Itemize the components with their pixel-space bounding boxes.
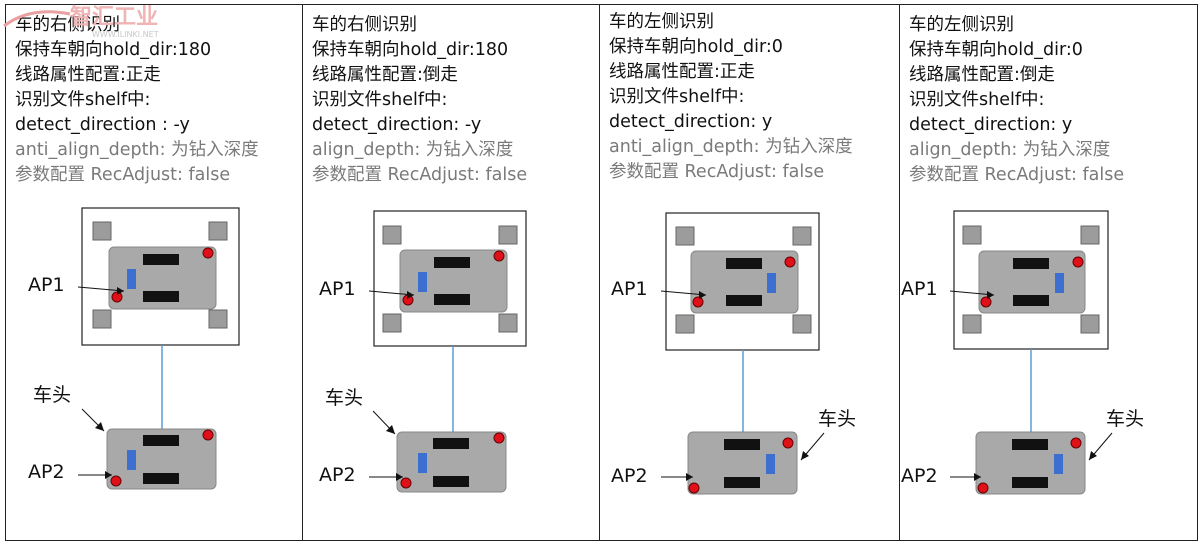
watermark-url: WWW.ILINKI.NET: [92, 30, 159, 39]
panel-3-route-config: 线路属性配置:正走: [609, 62, 755, 82]
panel-2-robot-ap1: [399, 249, 508, 313]
panel-4-rec-adjust: 参数配置 RecAdjust: false: [909, 165, 1125, 185]
panel-2: 车的右侧识别 保持车朝向hold_dir:180 线路属性配置:倒走 识别文件s…: [302, 4, 600, 541]
panel-1-head-label: 车头: [33, 384, 71, 406]
panel-3-detect-direction: detect_direction: y: [609, 112, 773, 132]
panel-3-robot-ap1: [690, 250, 799, 314]
panel-2-shelf-file: 识别文件shelf中:: [312, 90, 448, 110]
panel-1-robot-ap2: [106, 428, 217, 490]
panel-3-rec-adjust: 参数配置 RecAdjust: false: [609, 162, 825, 182]
panel-1-ap1-label: AP1: [28, 274, 65, 296]
panel-1-rec-adjust: 参数配置 RecAdjust: false: [15, 165, 231, 185]
panel-3-depth: anti_align_depth: 为钻入深度: [609, 137, 853, 157]
panel-1-detect-direction: detect_direction : -y: [15, 115, 190, 135]
panel-4-route-config: 线路属性配置:倒走: [909, 65, 1055, 85]
watermark-logo: 智汇工业 WWW.ILINKI.NET: [3, 4, 159, 39]
panel-2-robot-ap2: [396, 431, 507, 493]
panel-4-ap2-label: AP2: [901, 465, 938, 487]
panel-1-hold-dir: 保持车朝向hold_dir:180: [15, 40, 212, 60]
panel-1-depth: anti_align_depth: 为钻入深度: [15, 140, 259, 160]
panel-1: 车的右侧识别 保持车朝向hold_dir:180 线路属性配置:正走 识别文件s…: [5, 4, 303, 541]
panel-4-text: 车的左侧识别 保持车朝向hold_dir:0 线路属性配置:倒走 识别文件she…: [909, 13, 1124, 188]
panel-2-depth: align_depth: 为钻入深度: [312, 140, 514, 160]
panel-3-ap2-label: AP2: [611, 465, 648, 487]
panel-3-robot-ap2: [687, 431, 798, 495]
watermark-brand: 智汇工业: [70, 4, 158, 30]
panel-3-head-label: 车头: [818, 408, 856, 430]
panel-4-shelf-file: 识别文件shelf中:: [909, 90, 1045, 110]
panel-2-route-config: 线路属性配置:倒走: [312, 65, 458, 85]
panel-1-title: 车的右侧识别: [15, 15, 120, 35]
panel-1-robot-ap1: [108, 246, 217, 310]
panel-3-shelf-file: 识别文件shelf中:: [609, 87, 745, 107]
panel-4-detect-direction: detect_direction: y: [909, 115, 1073, 135]
panel-2-hold-dir: 保持车朝向hold_dir:180: [312, 40, 509, 60]
watermark-swoosh-icon: [3, 10, 71, 28]
panel-4-diagram: AP1 AP2 车头: [901, 210, 1144, 495]
panel-4-ap1-label: AP1: [901, 278, 938, 300]
panel-1-text: 车的右侧识别 保持车朝向hold_dir:180 线路属性配置:正走 识别文件s…: [15, 13, 259, 188]
panel-1-route-config: 线路属性配置:正走: [15, 65, 161, 85]
panel-1-ap2-label: AP2: [28, 461, 65, 483]
panel-4-head-label: 车头: [1106, 408, 1144, 430]
panel-3-diagram: AP1 AP2 车头: [611, 212, 856, 495]
panel-3-text: 车的左侧识别 保持车朝向hold_dir:0 线路属性配置:正走 识别文件she…: [609, 10, 853, 185]
panel-2-detect-direction: detect_direction: -y: [312, 115, 482, 135]
panel-4-depth: align_depth: 为钻入深度: [909, 140, 1111, 160]
panel-3-title: 车的左侧识别: [609, 12, 714, 32]
panel-1-shelf-file: 识别文件shelf中:: [15, 90, 151, 110]
panel-2-head-label: 车头: [325, 387, 363, 409]
panel-2-title: 车的右侧识别: [312, 15, 417, 35]
panel-2-ap1-label: AP1: [319, 278, 356, 300]
panel-4: 车的左侧识别 保持车朝向hold_dir:0 线路属性配置:倒走 识别文件she…: [899, 4, 1198, 541]
panel-2-ap2-label: AP2: [319, 464, 356, 486]
panel-4-hold-dir: 保持车朝向hold_dir:0: [909, 40, 1083, 60]
panel-4-robot-ap1: [978, 250, 1086, 314]
panel-4-robot-ap2: [975, 431, 1086, 495]
panel-2-diagram: AP1 AP2 车头: [319, 210, 527, 493]
panel-3-ap1-label: AP1: [611, 278, 648, 300]
panel-1-diagram: AP1 AP2 车头: [28, 207, 240, 490]
panel-3: 车的左侧识别 保持车朝向hold_dir:0 线路属性配置:正走 识别文件she…: [599, 4, 900, 541]
panel-3-hold-dir: 保持车朝向hold_dir:0: [609, 37, 783, 57]
panel-4-title: 车的左侧识别: [909, 15, 1014, 35]
panel-2-text: 车的右侧识别 保持车朝向hold_dir:180 线路属性配置:倒走 识别文件s…: [312, 13, 527, 188]
panel-2-rec-adjust: 参数配置 RecAdjust: false: [312, 165, 528, 185]
